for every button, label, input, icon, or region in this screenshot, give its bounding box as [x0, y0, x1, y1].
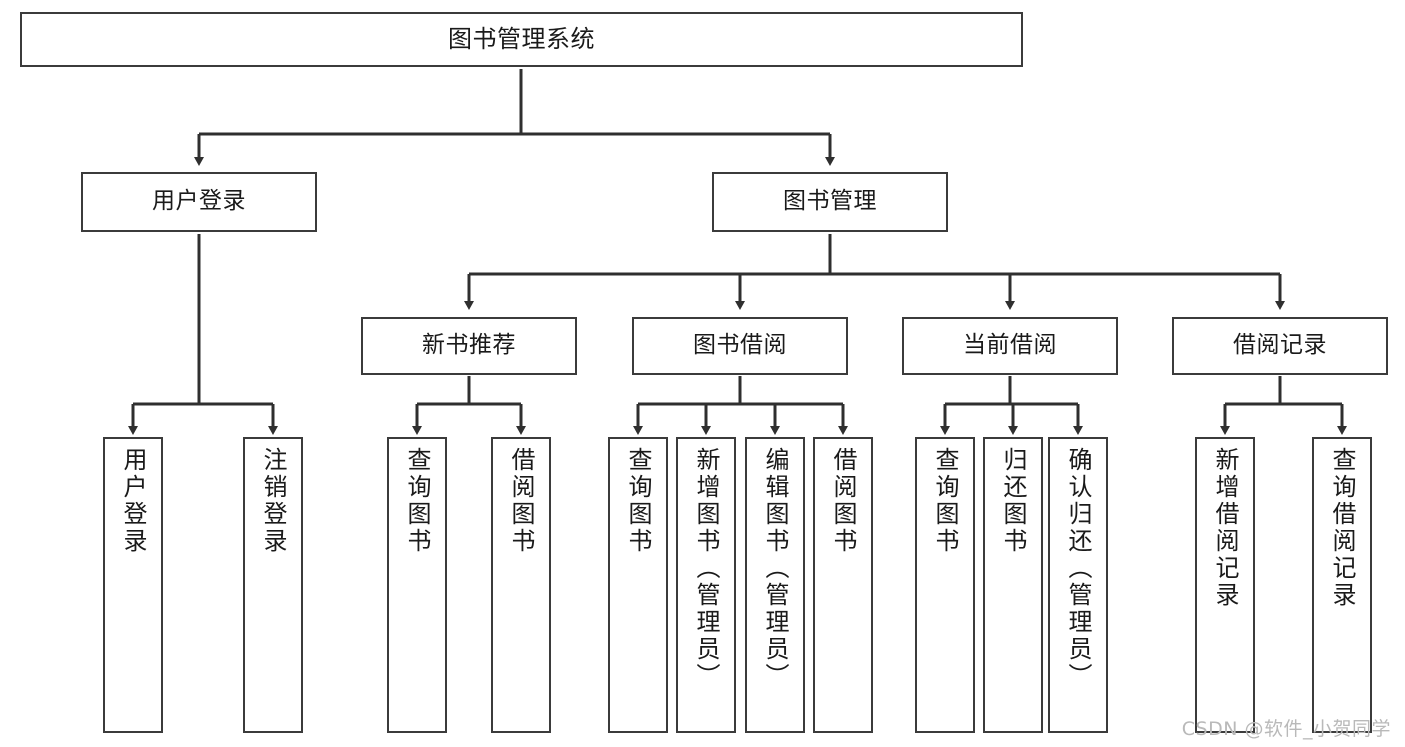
leaf-add-record-label: 新增借阅记录 — [1211, 447, 1239, 609]
node-book-borrow[interactable]: 图书借阅 — [632, 317, 848, 375]
leaf-query-record-label: 查询借阅记录 — [1328, 447, 1356, 609]
node-new-book-recommend[interactable]: 新书推荐 — [361, 317, 577, 375]
node-new-book-recommend-label: 新书推荐 — [422, 332, 516, 359]
node-borrow-record[interactable]: 借阅记录 — [1172, 317, 1388, 375]
leaf-borrow-book-2-label: 借阅图书 — [829, 447, 857, 555]
node-current-borrow[interactable]: 当前借阅 — [902, 317, 1118, 375]
leaf-confirm-return-label: 确认归还（管理员） — [1064, 447, 1092, 690]
leaf-confirm-return[interactable]: 确认归还（管理员） — [1048, 437, 1108, 733]
node-book-manage-label: 图书管理 — [783, 188, 877, 215]
leaf-return-book-label: 归还图书 — [999, 447, 1027, 555]
leaf-query-book-2[interactable]: 查询图书 — [608, 437, 668, 733]
watermark: CSDN @软件_小贺同学 — [1181, 718, 1391, 740]
leaf-query-book-3[interactable]: 查询图书 — [915, 437, 975, 733]
leaf-query-book-2-label: 查询图书 — [624, 447, 652, 555]
node-user-login[interactable]: 用户登录 — [81, 172, 317, 232]
leaf-query-book-1[interactable]: 查询图书 — [387, 437, 447, 733]
node-root[interactable]: 图书管理系统 — [20, 12, 1023, 67]
leaf-borrow-book-2[interactable]: 借阅图书 — [813, 437, 873, 733]
leaf-borrow-book-1-label: 借阅图书 — [507, 447, 535, 555]
leaf-borrow-book-1[interactable]: 借阅图书 — [491, 437, 551, 733]
leaf-add-record[interactable]: 新增借阅记录 — [1195, 437, 1255, 733]
leaf-logout[interactable]: 注销登录 — [243, 437, 303, 733]
leaf-edit-book[interactable]: 编辑图书（管理员） — [745, 437, 805, 733]
leaf-query-record[interactable]: 查询借阅记录 — [1312, 437, 1372, 733]
leaf-add-book[interactable]: 新增图书（管理员） — [676, 437, 736, 733]
node-book-manage[interactable]: 图书管理 — [712, 172, 948, 232]
node-borrow-record-label: 借阅记录 — [1233, 332, 1327, 359]
leaf-user-login[interactable]: 用户登录 — [103, 437, 163, 733]
node-user-login-label: 用户登录 — [152, 188, 246, 215]
leaf-return-book[interactable]: 归还图书 — [983, 437, 1043, 733]
node-current-borrow-label: 当前借阅 — [963, 332, 1057, 359]
leaf-query-book-1-label: 查询图书 — [403, 447, 431, 555]
leaf-edit-book-label: 编辑图书（管理员） — [761, 447, 789, 690]
leaf-query-book-3-label: 查询图书 — [931, 447, 959, 555]
leaf-add-book-label: 新增图书（管理员） — [692, 447, 720, 690]
node-book-borrow-label: 图书借阅 — [693, 332, 787, 359]
leaf-logout-label: 注销登录 — [259, 447, 287, 555]
leaf-user-login-label: 用户登录 — [119, 447, 147, 555]
node-root-label: 图书管理系统 — [448, 25, 595, 54]
